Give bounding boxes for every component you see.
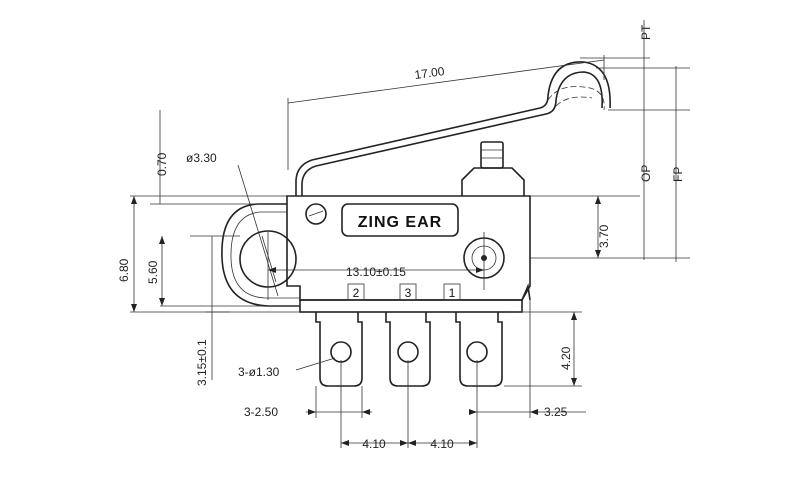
dim-top-offset: 0.70 (155, 152, 169, 176)
dim-hole-pitch: 13.10±0.15 (346, 265, 406, 279)
brand-label: ZING EAR (341, 203, 459, 237)
roller-lever (295, 61, 611, 196)
dim-terminal-hole: 3-ø1.30 (238, 365, 280, 379)
dim-op: OP (639, 165, 653, 182)
dim-lever-length: 17.00 (414, 64, 446, 82)
dim-terminal-offset: 3.15±0.1 (195, 339, 209, 386)
dim-right-margin: 3.25 (544, 405, 568, 419)
dim-pitch-right: 4.10 (430, 437, 454, 451)
dim-overall-height: 6.80 (117, 258, 131, 282)
dim-terminal-width: 3-2.50 (244, 405, 278, 419)
pin-label-1: 1 (449, 286, 456, 300)
dim-hole-diameter: ø3.30 (186, 151, 217, 165)
brand-text: ZING EAR (358, 214, 442, 231)
dim-right-height: 3.70 (597, 224, 611, 248)
pin-labels: 2 3 1 (347, 283, 461, 301)
pin-label-2: 2 (353, 286, 360, 300)
dim-pitch-left: 4.10 (362, 437, 386, 451)
terminal-2 (315, 312, 363, 387)
pin-label-3: 3 (405, 286, 412, 300)
dim-body-height: 5.60 (146, 260, 160, 284)
dim-terminal-height: 4.20 (559, 346, 573, 370)
dim-pt: PT (639, 24, 653, 40)
dimension-lines (130, 20, 690, 448)
dim-fp: FP (671, 167, 685, 182)
plunger (461, 141, 525, 196)
dimension-labels: 17.00 PT OP FP ø3.30 0.70 6.80 5.60 3.70… (117, 24, 685, 451)
terminal-1 (455, 312, 503, 387)
